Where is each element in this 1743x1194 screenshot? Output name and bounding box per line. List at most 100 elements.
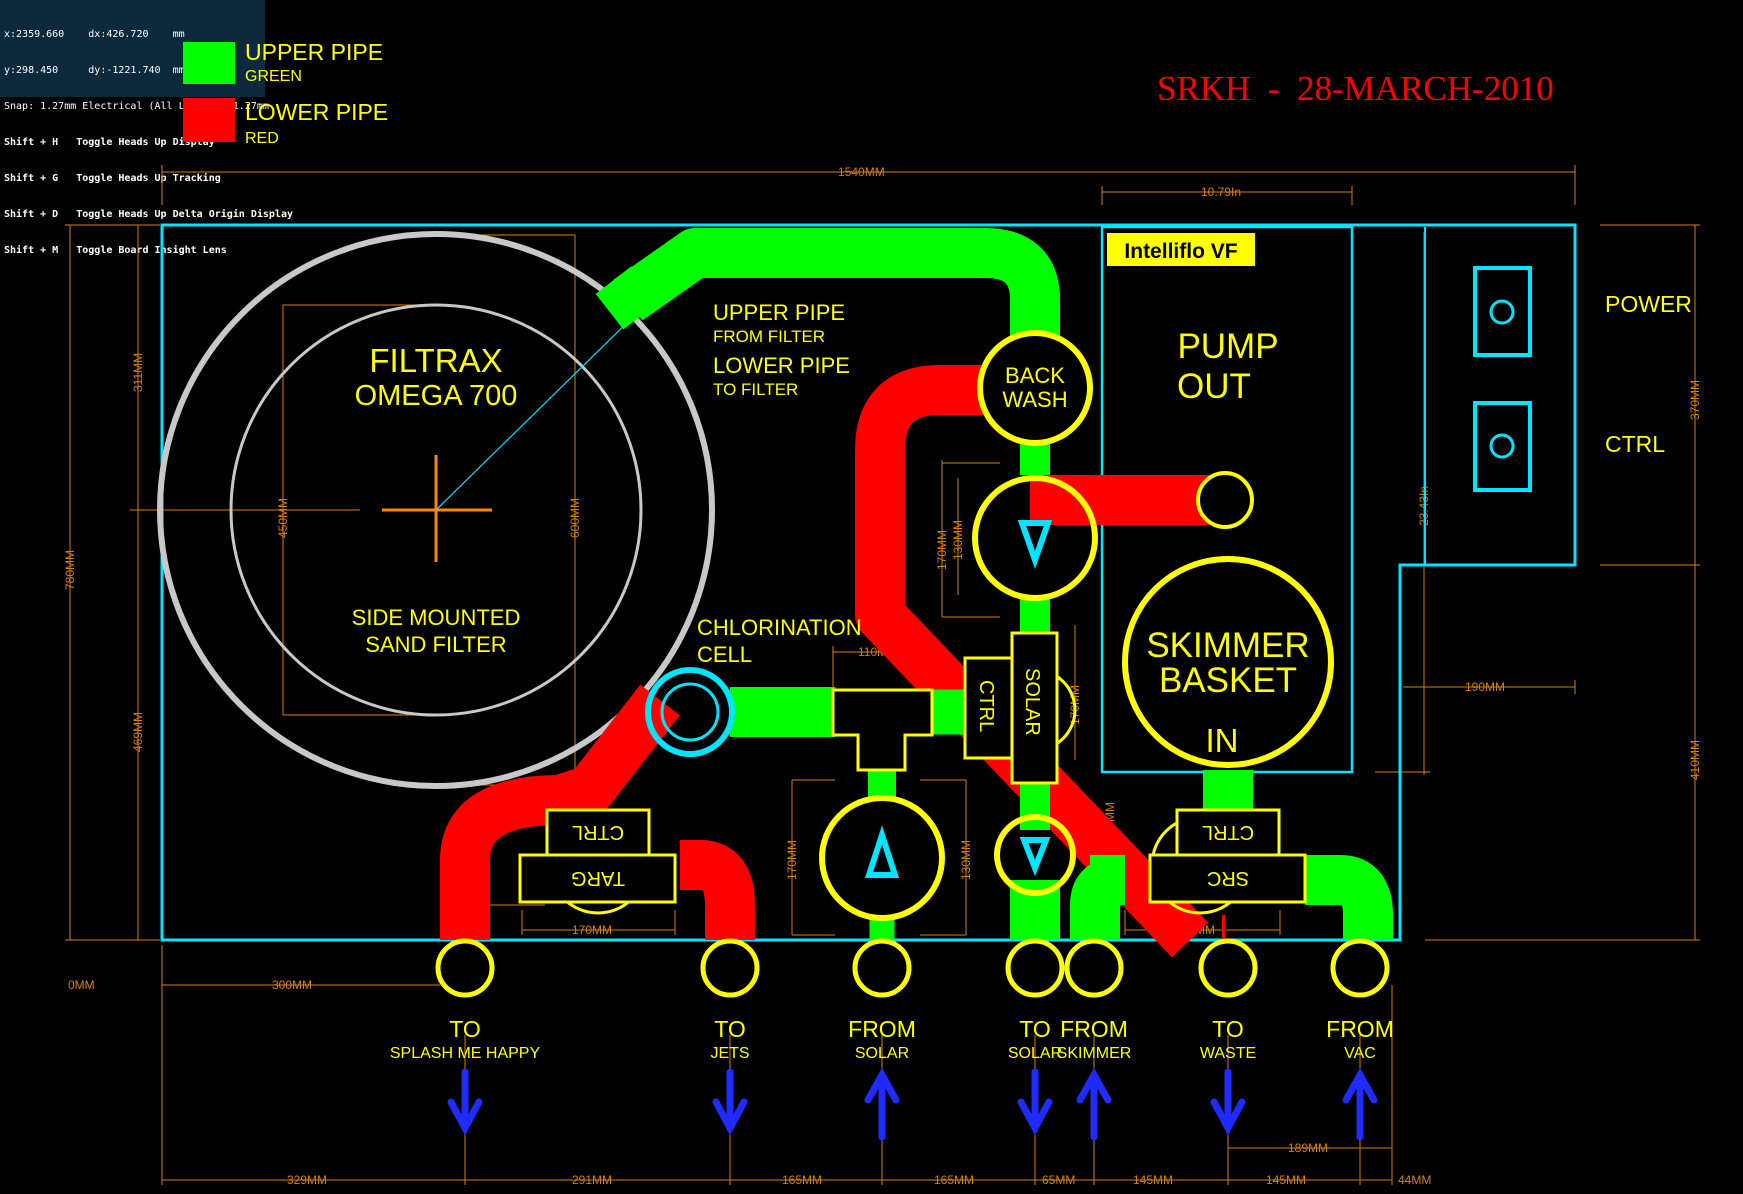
arrow-down-icon (1210, 1068, 1246, 1136)
legend-upper-sub: GREEN (245, 68, 302, 85)
port-label-top: FROM (1326, 1016, 1394, 1042)
ctrl-switch[interactable] (1473, 401, 1532, 492)
port-label-bottom: SOLAR (1008, 1045, 1062, 1062)
pump-brand-label: Intelliflo VF (1124, 240, 1237, 263)
port-from-skimmer[interactable] (1064, 938, 1124, 998)
targ-ctrl-box[interactable] (545, 808, 651, 857)
hud-line: y:298.450 dy:-1221.740 mm (4, 65, 185, 76)
targ-box[interactable] (518, 853, 677, 904)
port-arrows (447, 1067, 1378, 1141)
ctrl-switch-knob (1489, 433, 1515, 459)
hud-line: Shift + G Toggle Heads Up Tracking (4, 173, 221, 184)
backwash-valve[interactable] (977, 330, 1093, 446)
hud-line: Shift + H Toggle Heads Up Display (4, 137, 215, 148)
upper-pipes (613, 228, 1393, 940)
lower-pipes (440, 365, 1225, 965)
dim-bottom-3: 165MM (782, 1173, 822, 1187)
pump-out-label-1: PUMP (1177, 327, 1278, 366)
src-ctrl-label: CTRL (1202, 821, 1254, 843)
pump-out-port[interactable] (1196, 471, 1254, 529)
dim-130-valve: 130MM (951, 520, 965, 560)
targ-label: TARG (571, 867, 625, 889)
dim-right-lower: 410MM (1688, 740, 1702, 780)
skimmer-in-label: IN (1206, 722, 1239, 759)
power-switch[interactable] (1473, 266, 1532, 357)
port-to-waste[interactable] (1198, 938, 1258, 998)
port-label-bottom: SOLAR (855, 1045, 909, 1062)
arrow-down-icon (712, 1068, 748, 1136)
filter-radius-line (435, 309, 641, 511)
dim-bottom-1: 329MM (287, 1173, 327, 1187)
filter-inner-ring (229, 303, 643, 717)
dim-filter-inner: 450MM (276, 498, 290, 538)
pump-check-valve-arrow (864, 825, 900, 878)
dim-170-pump: 170MM (785, 840, 799, 880)
arrow-up-icon (1342, 1067, 1378, 1141)
port-label-top: TO (1019, 1016, 1051, 1042)
dim-bottom-7: 145MM (1266, 1173, 1306, 1187)
legend-lower-swatch (183, 98, 235, 142)
dim-lower-height: 469MM (131, 712, 145, 752)
chlorination-label-1: CHLORINATION (697, 615, 862, 640)
upper-check-valve[interactable] (972, 475, 1098, 601)
chlorination-cell[interactable] (645, 667, 735, 757)
pump-check-valve[interactable] (819, 795, 945, 921)
dim-bottom-8: 44MM (1398, 1173, 1431, 1187)
filter-desc-1: SIDE MOUNTED (352, 605, 521, 630)
solar-label: SOLAR (1021, 668, 1043, 736)
port-circles (435, 938, 1390, 998)
arrow-up-icon (1076, 1067, 1112, 1141)
port-label-top: TO (1212, 1016, 1244, 1042)
skimmer-label-1: SKIMMER (1146, 626, 1309, 665)
dim-170-valve: 170MM (935, 530, 949, 570)
dim-bottom-2: 291MM (572, 1173, 612, 1187)
solar-ctrl-label: CTRL (975, 680, 997, 732)
dim-300: 300MM (272, 978, 312, 992)
dim-overall-width: 1540MM (838, 165, 885, 179)
pipe-note-lower: LOWER PIPE (713, 353, 850, 378)
upper-pipe-end-cap (595, 266, 659, 330)
solar-box[interactable] (1010, 631, 1059, 785)
targ-ctrl-label: CTRL (572, 821, 624, 843)
legend-upper-label: UPPER PIPE (245, 39, 383, 65)
dim-bottom-5: 65MM (1042, 1173, 1075, 1187)
legend-lower-label: LOWER PIPE (245, 99, 388, 125)
tee-fitting (831, 688, 934, 772)
port-label-bottom: VAC (1344, 1045, 1376, 1062)
pump-out-label-2: OUT (1177, 367, 1251, 406)
ctrl-label: CTRL (1605, 431, 1665, 457)
port-splash-me-happy[interactable] (435, 938, 495, 998)
enclosure-outline (160, 223, 1577, 942)
power-label: POWER (1605, 291, 1692, 317)
chlorination-label-2: CELL (697, 642, 752, 667)
port-label-bottom: SPLASH ME HAPPY (390, 1045, 541, 1062)
legend-lower-sub: RED (245, 130, 279, 147)
dim-filter-outer: 600MM (568, 498, 582, 538)
port-to-jets[interactable] (700, 938, 760, 998)
backwash-label-1: BACK (1005, 363, 1065, 388)
lower-check-valve[interactable] (994, 814, 1076, 896)
hud-line: x:2359.660 dx:426.720 mm (4, 29, 185, 40)
lower-check-valve-arrow (1019, 837, 1051, 877)
port-label-top: TO (449, 1016, 481, 1042)
port-label-bottom: JETS (710, 1045, 749, 1062)
skimmer-basket[interactable] (1122, 556, 1334, 768)
port-label-bottom: WASTE (1200, 1045, 1256, 1062)
filter-outer-ring (157, 231, 715, 789)
dim-170-targ: 170MM (572, 923, 612, 937)
hud-line: Shift + M Toggle Board Insight Lens (4, 245, 227, 256)
port-label-top: FROM (1060, 1016, 1128, 1042)
port-to-solar[interactable] (1005, 938, 1065, 998)
src-box[interactable] (1148, 853, 1307, 904)
port-label-top: FROM (848, 1016, 916, 1042)
port-from-vac[interactable] (1330, 938, 1390, 998)
arrow-up-icon (864, 1067, 900, 1141)
dim-bottom-4: 165MM (934, 1173, 974, 1187)
solar-ctrl-box[interactable] (963, 656, 1014, 760)
arrow-down-icon (1017, 1068, 1053, 1136)
port-from-solar[interactable] (852, 938, 912, 998)
backwash-label-2: WASH (1002, 387, 1067, 412)
arrow-down-icon (447, 1068, 483, 1136)
pipe-note-upper: UPPER PIPE (713, 300, 845, 325)
